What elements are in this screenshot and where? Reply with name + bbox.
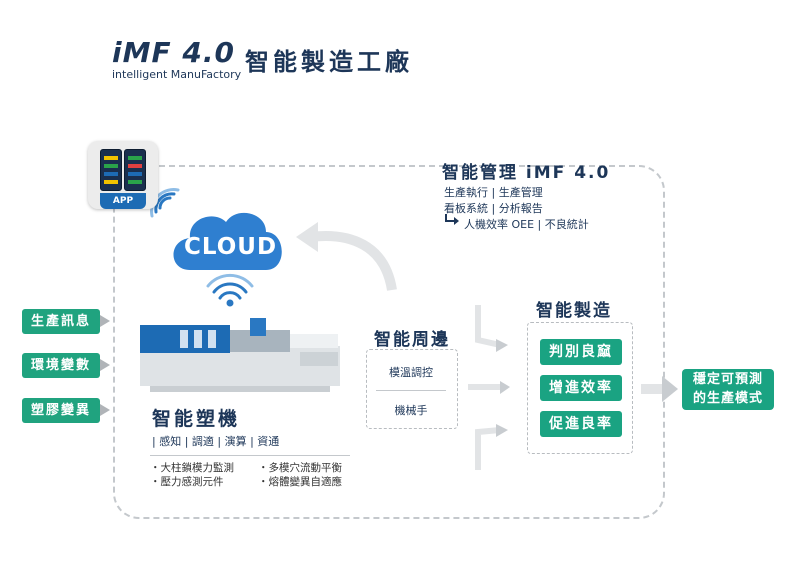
management-title: 智能管理 iMF 4.0: [442, 163, 611, 183]
input-plastic-variation[interactable]: 塑膠變異: [22, 398, 100, 423]
input-arrowhead-1: [100, 315, 110, 327]
mfg-item-yield[interactable]: 促進良率: [540, 411, 622, 437]
divider: [150, 455, 350, 456]
manufacture-title: 智能製造: [536, 301, 612, 321]
management-line-1: 生產執行 | 生產管理: [444, 186, 543, 199]
machine-bullet: ・多模穴流動平衡: [258, 462, 342, 474]
wifi-icon-machine: [206, 273, 254, 307]
periphery-box: [366, 349, 458, 429]
mfg-top-arrowhead: [496, 339, 508, 352]
periphery-item-robot: 機械手: [394, 404, 428, 417]
input-arrowhead-2: [100, 359, 110, 371]
system-frame: [113, 165, 665, 519]
input-environment-variables[interactable]: 環境變數: [22, 353, 100, 378]
management-line-2: 看板系統 | 分析報告: [444, 202, 543, 215]
cloud-label: CLOUD: [184, 234, 278, 260]
input-arrowhead-3: [100, 404, 110, 416]
result-line-1: 穩定可預測: [692, 372, 763, 387]
result-line-2: 的生產模式: [692, 391, 763, 406]
cloud-return-arrow: [309, 231, 397, 291]
result-arrowhead: [662, 376, 678, 402]
manufacture-box: [527, 322, 633, 454]
injection-machine-image: [140, 318, 340, 392]
machine-title: 智能塑機: [152, 408, 241, 430]
input-production-info[interactable]: 生產訊息: [22, 309, 100, 334]
mfg-mid-arrowhead: [500, 381, 510, 394]
result-box[interactable]: 穩定可預測 的生產模式: [682, 369, 774, 410]
mfg-item-quality-judge[interactable]: 判別良窳: [540, 339, 622, 365]
phone-icon: [100, 149, 122, 191]
mfg-mid-arrow: [468, 384, 502, 390]
divider: [376, 390, 446, 391]
brand-logo: iMF 4.0: [112, 36, 235, 69]
periphery-item-mold-temp: 模溫調控: [389, 366, 433, 379]
brand-subtitle: intelligent ManuFactory: [112, 68, 242, 81]
return-arrow-icon: [445, 214, 459, 225]
machine-subtitle: | 感知 | 調適 | 演算 | 資通: [152, 435, 280, 448]
periphery-title: 智能周邊: [374, 330, 450, 350]
app-label: APP: [100, 193, 146, 209]
mfg-item-efficiency[interactable]: 增進效率: [540, 375, 622, 401]
management-line-3: 人機效率 OEE | 不良統計: [464, 218, 589, 231]
mfg-low-arrow: [475, 427, 501, 470]
mfg-low-arrowhead: [496, 424, 508, 437]
cloud-icon: [173, 212, 282, 270]
result-arrow: [641, 384, 665, 394]
machine-bullet: ・壓力感測元件: [150, 476, 224, 488]
page-title: 智能製造工廠: [245, 48, 413, 76]
machine-bullet: ・熔體變異自適應: [258, 476, 342, 488]
phone-icon: [124, 149, 146, 191]
machine-bullet: ・大柱鎖模力監測: [150, 462, 234, 474]
cloud-return-arrowhead: [296, 222, 318, 252]
mfg-top-arrow: [475, 305, 501, 348]
